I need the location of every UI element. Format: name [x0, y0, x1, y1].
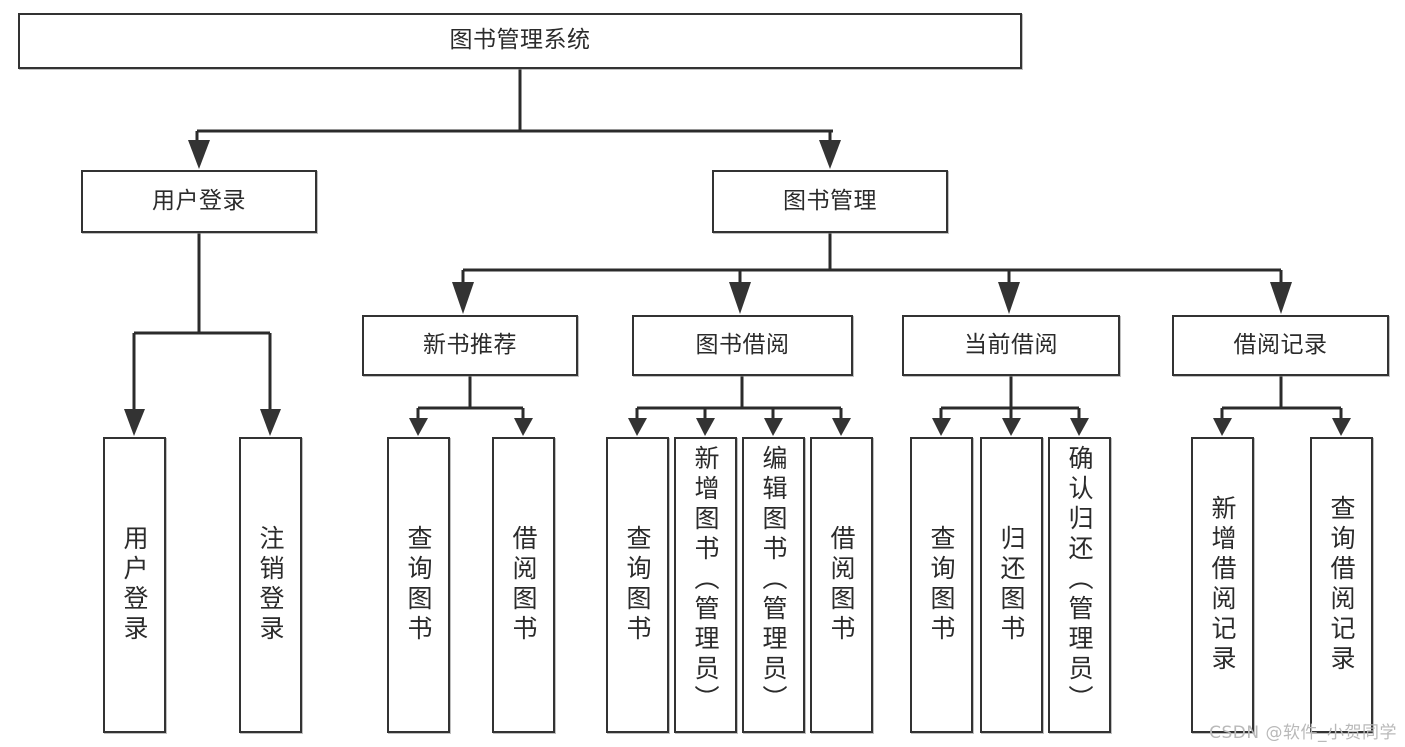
- arrow-cb-c3: [1070, 418, 1089, 436]
- arrow-nb-c2: [514, 418, 533, 436]
- arrow-cb-c1: [932, 418, 951, 436]
- leaf-user-login-login[interactable]: 用户登录: [103, 437, 166, 733]
- node-label: 图书管理系统: [449, 27, 591, 54]
- arrow-l3-c2: [729, 282, 751, 314]
- arrow-ul-c2: [260, 409, 281, 436]
- node-book-borrow[interactable]: 图书借阅: [632, 315, 853, 376]
- node-label: 新增借阅记录: [1208, 495, 1237, 675]
- arrow-l3-c3: [998, 282, 1020, 314]
- node-label: 借阅图书: [509, 525, 538, 645]
- node-label: 用户登录: [120, 525, 149, 645]
- node-label: 查询图书: [404, 525, 433, 645]
- leaf-newbook-query-book[interactable]: 查询图书: [387, 437, 450, 733]
- leaf-user-login-logout[interactable]: 注销登录: [239, 437, 302, 733]
- node-label: 新增图书（管理员）: [691, 445, 720, 715]
- node-label: 归还图书: [997, 525, 1026, 645]
- arrow-l3-c4: [1270, 282, 1292, 314]
- arrow-l3-c1: [452, 282, 474, 314]
- arrow-book-mgmt: [819, 140, 841, 169]
- leaf-bookborrow-edit-book[interactable]: 编辑图书（管理员）: [742, 437, 805, 733]
- arrow-nb-c1: [409, 418, 428, 436]
- leaf-currentborrow-confirm-return[interactable]: 确认归还（管理员）: [1048, 437, 1111, 733]
- node-label: 查询图书: [927, 525, 956, 645]
- node-user-login[interactable]: 用户登录: [81, 170, 317, 233]
- node-label: 借阅记录: [1233, 331, 1328, 358]
- leaf-bookborrow-query-book[interactable]: 查询图书: [606, 437, 669, 733]
- leaf-currentborrow-return-book[interactable]: 归还图书: [980, 437, 1043, 733]
- node-label: 用户登录: [152, 187, 246, 214]
- node-label: 当前借阅: [964, 331, 1058, 358]
- leaf-newbook-borrow-book[interactable]: 借阅图书: [492, 437, 555, 733]
- node-label: 编辑图书（管理员）: [759, 445, 788, 715]
- node-label: 新书推荐: [423, 331, 517, 358]
- node-label: 借阅图书: [827, 525, 856, 645]
- arrow-user-login: [188, 140, 210, 169]
- arrow-bb-c2: [696, 418, 715, 436]
- leaf-currentborrow-query-book[interactable]: 查询图书: [910, 437, 973, 733]
- node-label: 查询借阅记录: [1327, 495, 1356, 675]
- arrow-ul-c1: [124, 409, 145, 436]
- arrow-bb-c1: [628, 418, 647, 436]
- node-label: 确认归还（管理员）: [1065, 445, 1094, 715]
- arrow-bb-c3: [764, 418, 783, 436]
- node-book-management[interactable]: 图书管理: [712, 170, 948, 233]
- arrow-bb-c4: [832, 418, 851, 436]
- node-new-book-recommend[interactable]: 新书推荐: [362, 315, 578, 376]
- arrow-br-c1: [1213, 418, 1232, 436]
- node-label: 查询图书: [623, 525, 652, 645]
- node-label: 图书管理: [783, 187, 877, 214]
- csdn-watermark: CSDN @软件_小贺同学: [1209, 723, 1397, 743]
- arrow-br-c2: [1332, 418, 1351, 436]
- node-label: 注销登录: [256, 525, 285, 645]
- node-label: 图书借阅: [695, 331, 790, 358]
- leaf-record-add-record[interactable]: 新增借阅记录: [1191, 437, 1254, 733]
- leaf-record-query-record[interactable]: 查询借阅记录: [1310, 437, 1373, 733]
- leaf-bookborrow-borrow-book[interactable]: 借阅图书: [810, 437, 873, 733]
- node-root-system[interactable]: 图书管理系统: [18, 13, 1022, 69]
- arrow-cb-c2: [1002, 418, 1021, 436]
- node-current-borrow[interactable]: 当前借阅: [902, 315, 1120, 376]
- leaf-bookborrow-add-book[interactable]: 新增图书（管理员）: [674, 437, 737, 733]
- node-borrow-record[interactable]: 借阅记录: [1172, 315, 1389, 376]
